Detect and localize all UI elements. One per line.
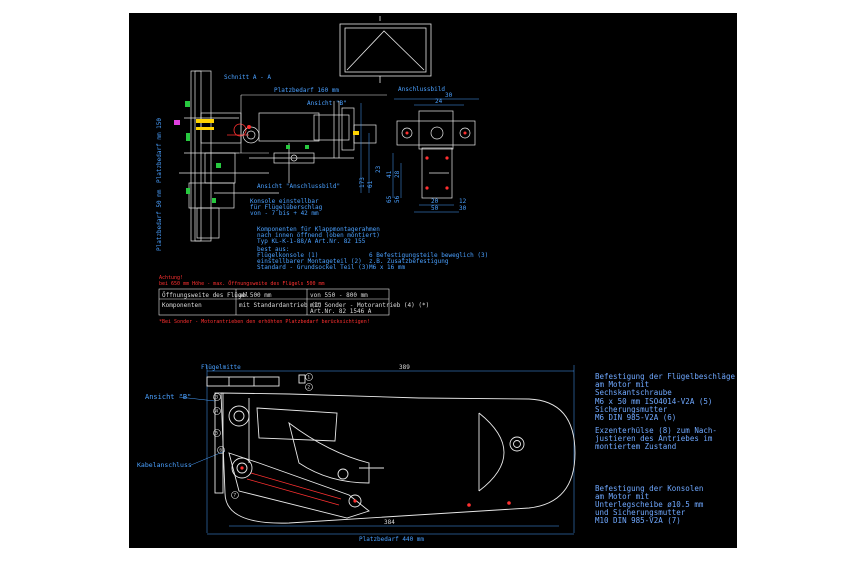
dim-50: 50 <box>431 205 439 212</box>
callout-3: 3 <box>215 395 218 401</box>
ansicht-b-top: Ansicht "B" <box>307 100 347 107</box>
warning-footnote: *Bei Sonder - Motorantrieben den erhöhte… <box>159 319 370 325</box>
spec-table <box>158 288 390 316</box>
note-befest-1: 6 Befestigungsteile beweglich (3) <box>369 252 488 259</box>
callout-6: 6 <box>219 448 222 454</box>
side-note-2-line-3: montiertem Zustand <box>595 442 676 451</box>
ansicht-b-bottom: Ansicht "B" <box>145 393 191 401</box>
note-konsole-1: Konsole einstellbar <box>250 198 319 205</box>
side-note-block-3: Befestigung der Konsolen am Motor mit Un… <box>595 484 704 525</box>
schnitt-label: Schnitt A - A <box>224 74 271 81</box>
side-note-block-2: Exzenterhülse (8) zum Nach- justieren de… <box>595 426 717 451</box>
note-konsole-2: für Flügelüberschlag <box>250 204 323 211</box>
dim-12: 12 <box>459 198 467 205</box>
callout-7: 7 <box>233 493 236 499</box>
table-r0-c0: Öffnungsweite des Flügel <box>162 292 249 299</box>
drive-body <box>206 374 576 524</box>
side-note-1-line-5: Sicherungsmutter <box>595 405 668 414</box>
dim-41: 41 <box>386 170 393 178</box>
dim-384: 384 <box>384 519 395 526</box>
profile-section <box>174 70 387 242</box>
platzbedarf-bottom: Platzbedarf 440 mm <box>359 536 424 543</box>
note-kompo-3: Typ KL-K-1-88/A Art.Nr. 82 155 <box>257 238 366 245</box>
cad-drawing-canvas: Schnitt A - A Platzbedarf 160 mm Platzbe… <box>129 13 737 548</box>
dim-61: 61 <box>367 180 374 188</box>
side-note-1-line-3: Sechskantschraube <box>595 388 672 397</box>
side-note-3-line-4: und Sicherungsmutter <box>595 508 686 517</box>
dim-389: 389 <box>399 364 410 371</box>
window-symbol <box>339 16 432 83</box>
callout-5: 5 <box>215 431 218 437</box>
fluegelmitte-label: Flügelmitte <box>201 364 241 371</box>
note-kompo-2: nach innen öffnend (oben montiert) <box>257 232 380 239</box>
table-r1-c2: mit Sonder - Motorantrieb (4) (*) <box>310 302 429 309</box>
note-befest-2: z.B. Zusatzbefestigung <box>369 258 449 265</box>
note-konsole-3: von - 7 bis + 42 mm <box>250 210 319 217</box>
dim-28: 28 <box>394 170 401 178</box>
table-r0-c2: von 550 - 800 mm <box>310 292 368 299</box>
dim-30b: 30 <box>459 205 467 212</box>
side-note-1-line-4: M6 x 50 mm ISO4014-V2A (5) <box>595 397 712 406</box>
bottom-dim-lines <box>178 365 575 535</box>
table-r1-c0: Komponenten <box>162 302 202 309</box>
note-best-4: Standard - Grundsockel Teil (3) <box>257 264 369 271</box>
left-vertical-label-1: Platzbedarf mm 150 <box>156 118 163 183</box>
dim-24: 24 <box>435 98 443 105</box>
table-r2-c2: Art.Nr. 82 1546 A <box>310 308 372 315</box>
note-best-2: Flügelkonsole (1) <box>257 252 318 259</box>
platzbedarf-top: Platzbedarf 160 mm <box>274 87 339 94</box>
cad-drawing: Schnitt A - A Platzbedarf 160 mm Platzbe… <box>137 16 735 543</box>
callout-2: 2 <box>307 385 310 391</box>
table-r0-c1: ab 500 mm <box>239 292 272 299</box>
dim-30: 30 <box>445 92 453 99</box>
side-note-1-line-6: M6 DIN 985-V2A (6) <box>595 413 676 422</box>
side-note-1-line-2: am Motor mit <box>595 380 649 389</box>
side-note-2-line-2: justieren des Antriebes im <box>595 434 713 443</box>
kabelanschluss-label: Kabelanschluss <box>137 461 192 469</box>
side-note-3-line-2: am Motor mit <box>595 492 649 501</box>
note-befest-3: M6 x 16 mm <box>369 264 406 271</box>
side-note-3-line-5: M10 DIN 985-V2A (7) <box>595 516 681 525</box>
anschlussbild-drawing <box>396 110 476 199</box>
callout-4: 4 <box>215 409 218 415</box>
side-note-1-line-1: Befestigung der Flügelbeschläge <box>595 372 735 381</box>
callouts-bottom <box>213 373 313 499</box>
dim-65: 65 <box>386 195 393 203</box>
side-note-3-line-1: Befestigung der Konsolen <box>595 484 703 493</box>
left-vertical-label-2: Platzbedarf 50 mm <box>156 189 163 251</box>
warning-heading: Achtung! <box>159 275 183 281</box>
note-best-3: einstellbarer Montageteil (2) <box>257 258 362 265</box>
dim-56: 56 <box>394 195 401 203</box>
drive-mechanism-top <box>242 101 377 183</box>
anschlussbild-label: Anschlussbild <box>398 86 445 93</box>
table-r1-c1: mit Standardantrieb (1) <box>239 302 322 309</box>
note-kompo-1: Komponenten für Klappmontagerahmen <box>257 226 380 233</box>
notes-befestigung: 6 Befestigungsteile beweglich (3) z.B. Z… <box>369 252 488 271</box>
ansicht-anschlussbild-label: Ansicht "Anschlussbild" <box>257 183 340 190</box>
side-note-2-line-1: Exzenterhülse (8) zum Nach- <box>595 426 717 435</box>
dim-20: 20 <box>431 198 439 205</box>
side-note-3-line-3: Unterlegscheibe ø10.5 mm <box>595 500 704 509</box>
dim-173: 173 <box>359 177 366 188</box>
notes-konsole: Konsole einstellbar für Flügelüberschlag… <box>250 198 323 217</box>
notes-komponenten: Komponenten für Klappmontagerahmen nach … <box>257 226 380 245</box>
dim-23: 23 <box>375 165 382 173</box>
warning-text: bei 650 mm Höhe - max. Öffnungsweite des… <box>159 280 325 287</box>
notes-bestehend: best aus: Flügelkonsole (1) einstellbare… <box>257 246 369 271</box>
callout-1: 1 <box>307 375 310 381</box>
note-best-1: best aus: <box>257 246 290 253</box>
side-note-block-1: Befestigung der Flügelbeschläge am Motor… <box>595 372 735 422</box>
